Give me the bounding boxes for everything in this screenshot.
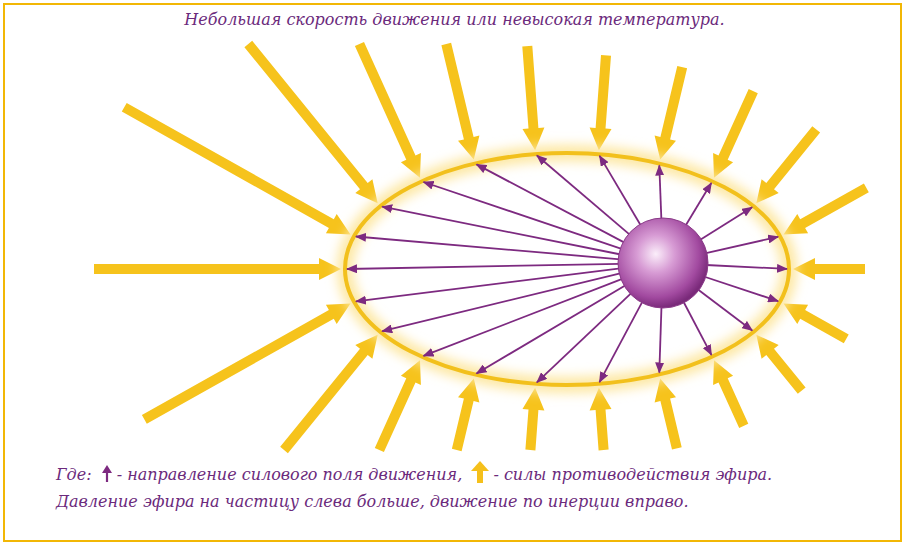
field-arrow [600, 301, 643, 382]
note-text: Давление эфира на частицу слева больше, … [56, 490, 689, 514]
field-arrow [477, 164, 626, 243]
yellow-arrow-sample [471, 461, 489, 483]
ether-arrow [142, 304, 351, 424]
ether-arrow [522, 46, 544, 151]
ellipse-glow [345, 153, 789, 385]
field-arrow [382, 207, 621, 255]
ether-arrow [713, 89, 758, 178]
ether-arrow [355, 42, 421, 178]
particle-sphere [618, 218, 708, 308]
ether-arrow [590, 55, 612, 150]
field-arrow [683, 301, 711, 355]
ether-arrow [590, 388, 612, 451]
ether-arrow [441, 43, 479, 160]
title: Небольшая скорость движения или невысока… [0, 8, 909, 32]
field-arrow [356, 237, 620, 260]
field-arrow [706, 265, 787, 269]
ether-arrow [756, 126, 820, 203]
ether-arrow [452, 378, 480, 451]
field-arrow [537, 156, 630, 236]
field-arrow [704, 277, 778, 302]
field-arrow [477, 285, 627, 374]
ether-arrow [655, 66, 688, 160]
purple-arrow-sample [101, 465, 113, 483]
legend-text: - силы противодействия эфира. [493, 465, 772, 484]
field-arrow [424, 279, 623, 356]
ether-arrow [784, 184, 869, 235]
field-arrow [685, 183, 711, 226]
ether-force-arrows [94, 41, 869, 453]
ether-arrow [784, 304, 849, 344]
motion-field-arrows [347, 156, 787, 383]
legend-intro: Где: [56, 465, 92, 484]
ether-arrow [280, 335, 378, 453]
field-arrow [705, 237, 778, 254]
ether-arrow [655, 378, 682, 449]
ether-arrow [756, 335, 805, 394]
legend-line: Где: - направление силового поля движени… [56, 461, 772, 487]
ether-arrow [523, 388, 545, 451]
ether-arrow [244, 41, 377, 203]
field-arrow [697, 289, 752, 331]
field-arrow [600, 156, 642, 226]
field-arrow [659, 306, 661, 373]
field-ellipse [345, 153, 789, 385]
field-arrow [424, 182, 623, 249]
field-arrow [347, 264, 620, 269]
ether-arrow [713, 360, 748, 428]
ether-arrow [375, 360, 421, 452]
field-arrow [700, 207, 753, 240]
legend-text: - направление силового поля движения, [117, 465, 463, 484]
ether-arrow [793, 258, 865, 280]
field-arrow [382, 273, 621, 331]
field-arrow [356, 268, 620, 301]
ether-arrow [94, 258, 341, 280]
field-arrow [659, 166, 661, 221]
